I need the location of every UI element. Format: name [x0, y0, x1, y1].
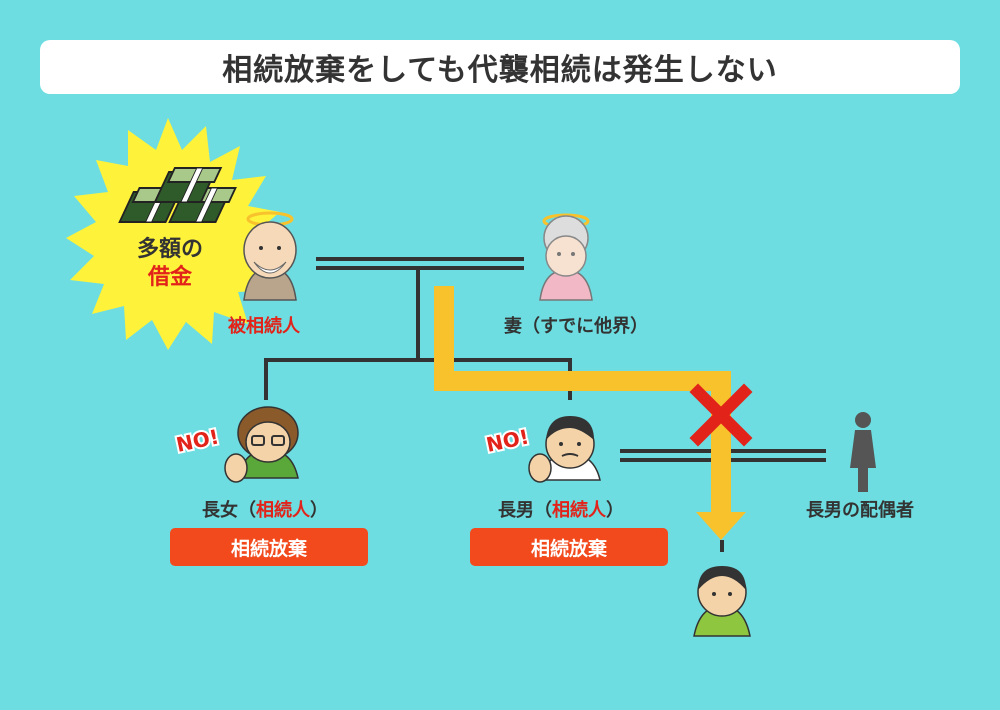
son-renounce-badge: 相続放棄: [470, 528, 668, 566]
daughter-figure: [224, 406, 299, 483]
daughter-name: 長女（: [202, 500, 256, 521]
debt-text: 多額の 借金: [128, 236, 212, 292]
cross-icon: [689, 383, 753, 447]
decedent-figure: [243, 211, 297, 301]
page-title: 相続放棄をしても代襲相続は発生しない: [222, 53, 778, 88]
daughter-label: 長女（相続人）: [202, 496, 328, 522]
daughter-no-text: NO!: [174, 425, 221, 457]
spouse-silhouette: [850, 412, 876, 492]
wife-figure: [539, 213, 593, 301]
debt-line2: 借金: [147, 265, 192, 290]
grandchild-figure: [693, 566, 751, 637]
son-role: 相続人: [552, 500, 606, 521]
son-label: 長男（相続人）: [498, 496, 624, 522]
arrow-head: [696, 512, 746, 540]
daughter-close: ）: [310, 500, 328, 521]
son-name: 長男（: [498, 500, 552, 521]
daughter-renounce-badge: 相続放棄: [170, 528, 368, 566]
son-no-text: NO!: [484, 425, 531, 457]
debt-burst: [66, 118, 282, 350]
wife-label: 妻（すでに他界）: [504, 316, 649, 337]
debt-line1: 多額の: [136, 237, 203, 262]
title-banner: 相続放棄をしても代襲相続は発生しない: [40, 40, 960, 94]
daughter-role: 相続人: [256, 500, 310, 521]
inheritance-arrow: [434, 286, 731, 515]
son-figure: [528, 416, 601, 483]
marriage-line-parents: [316, 257, 524, 270]
spouse-label: 長男の配偶者: [806, 500, 914, 521]
descent-lines: [264, 268, 572, 400]
son-close: ）: [606, 500, 624, 521]
decedent-label: 被相続人: [228, 316, 300, 337]
money-bundle-icon: [118, 167, 237, 223]
